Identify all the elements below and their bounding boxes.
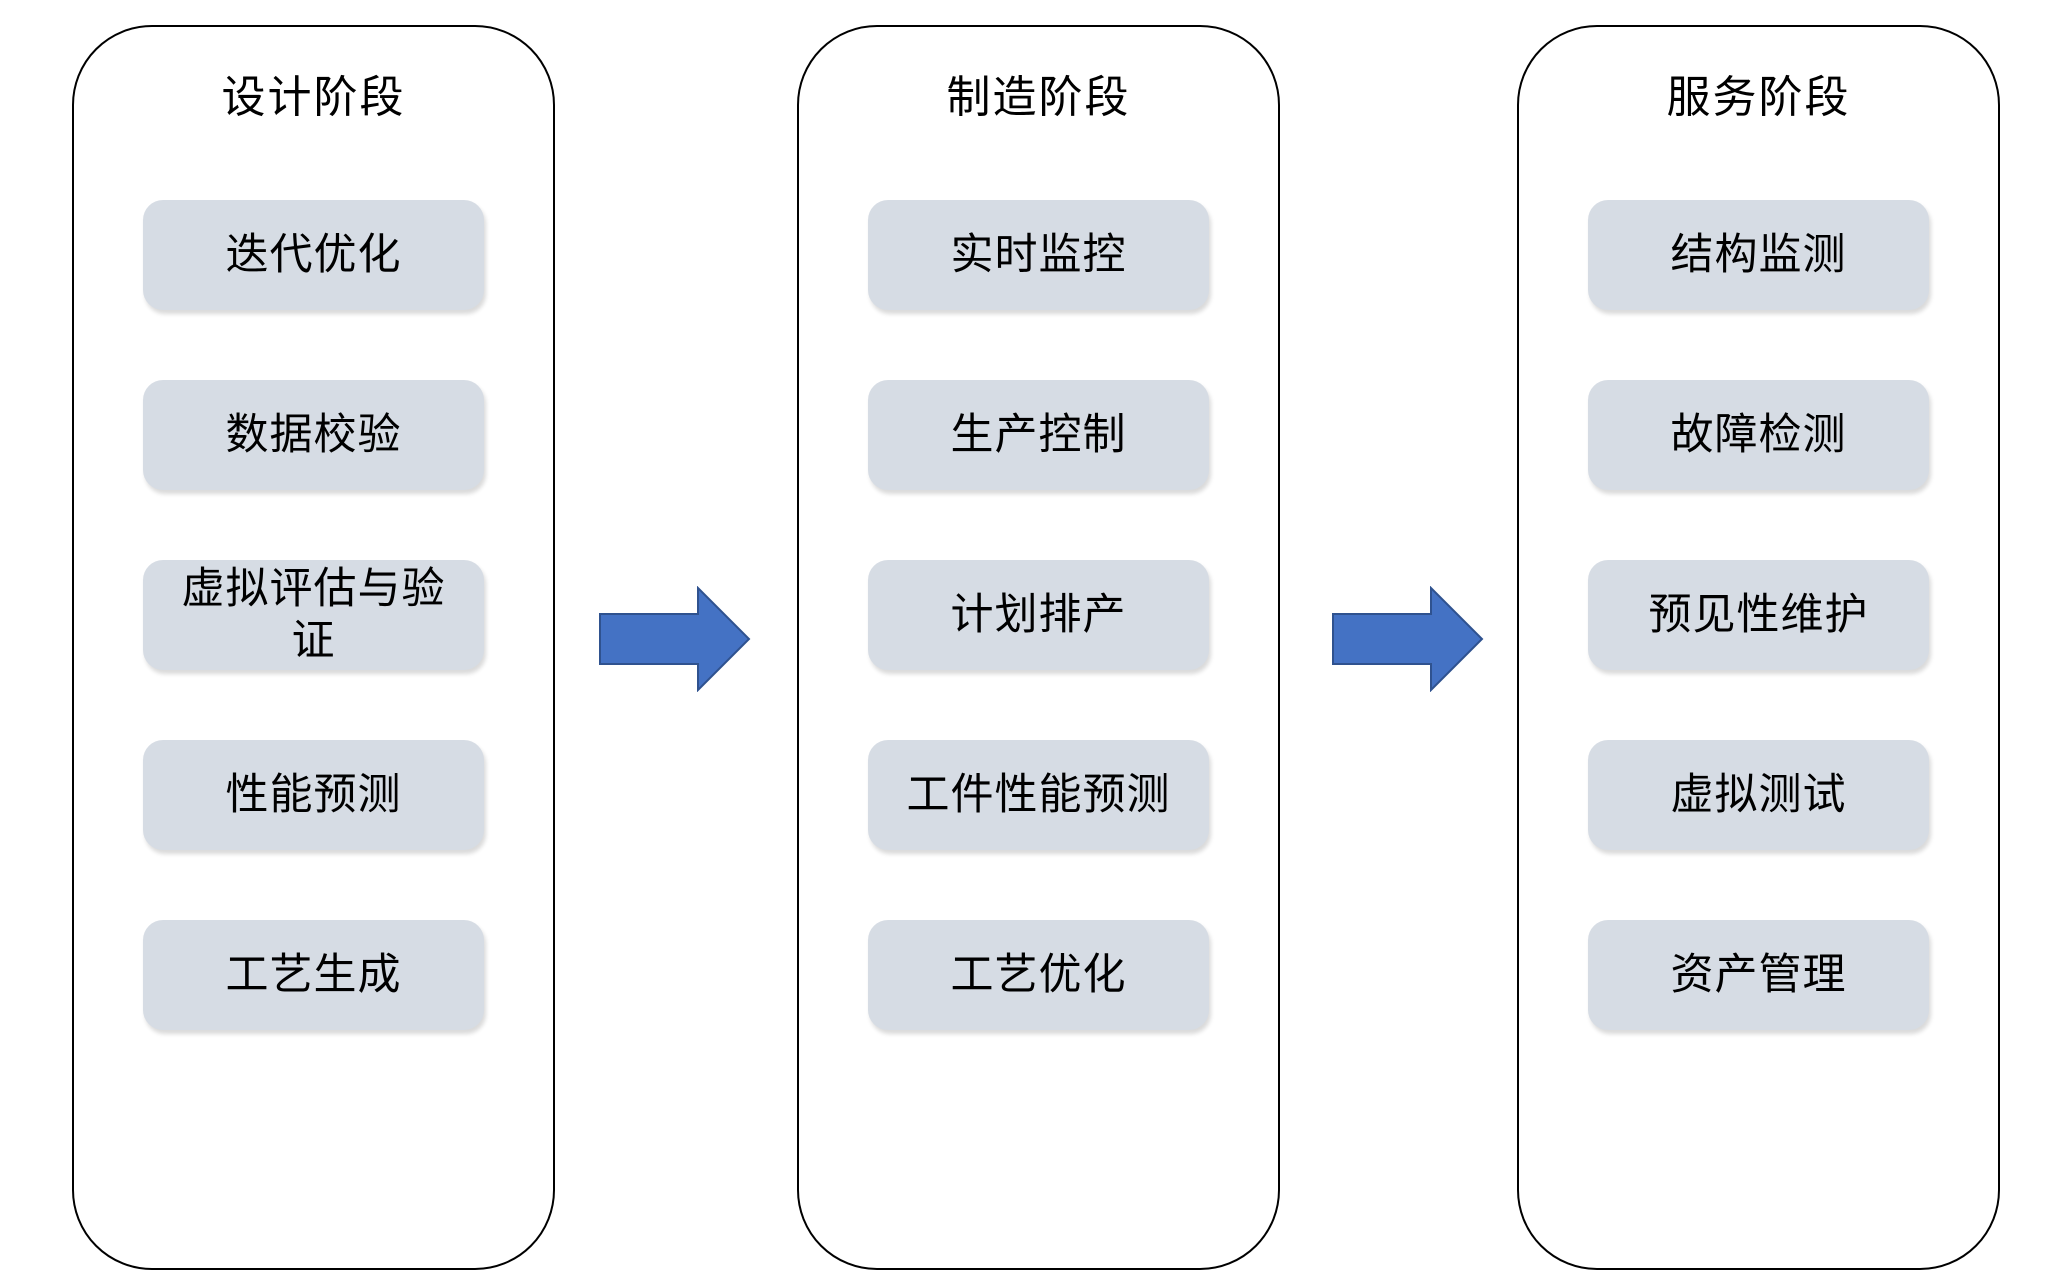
right-arrow-shape bbox=[1332, 586, 1484, 692]
process-box: 工艺生成 bbox=[143, 920, 484, 1030]
process-box: 工件性能预测 bbox=[868, 740, 1209, 850]
column-title: 设计阶段 bbox=[221, 73, 406, 122]
process-box: 资产管理 bbox=[1588, 920, 1929, 1030]
right-arrow-icon bbox=[1332, 586, 1484, 692]
process-box: 预见性维护 bbox=[1588, 560, 1929, 670]
process-box: 生产控制 bbox=[868, 380, 1209, 490]
column-manufacturing-phase: 制造阶段 实时监控 生产控制 计划排产 工件性能预测 工艺优化 bbox=[797, 25, 1280, 1270]
column-title: 服务阶段 bbox=[1666, 73, 1851, 122]
process-box: 迭代优化 bbox=[143, 200, 484, 310]
process-box: 数据校验 bbox=[143, 380, 484, 490]
process-box: 虚拟测试 bbox=[1588, 740, 1929, 850]
box-list: 迭代优化 数据校验 虚拟评估与验证 性能预测 工艺生成 bbox=[74, 200, 553, 1030]
right-arrow-icon bbox=[599, 586, 751, 692]
process-box: 工艺优化 bbox=[868, 920, 1209, 1030]
process-box: 故障检测 bbox=[1588, 380, 1929, 490]
column-service-phase: 服务阶段 结构监测 故障检测 预见性维护 虚拟测试 资产管理 bbox=[1517, 25, 2000, 1270]
right-arrow-shape bbox=[599, 586, 751, 692]
process-box: 实时监控 bbox=[868, 200, 1209, 310]
column-design-phase: 设计阶段 迭代优化 数据校验 虚拟评估与验证 性能预测 工艺生成 bbox=[72, 25, 555, 1270]
process-box: 结构监测 bbox=[1588, 200, 1929, 310]
box-list: 结构监测 故障检测 预见性维护 虚拟测试 资产管理 bbox=[1519, 200, 1998, 1030]
process-box: 性能预测 bbox=[143, 740, 484, 850]
box-list: 实时监控 生产控制 计划排产 工件性能预测 工艺优化 bbox=[799, 200, 1278, 1030]
process-box: 虚拟评估与验证 bbox=[143, 560, 484, 670]
process-box: 计划排产 bbox=[868, 560, 1209, 670]
column-title: 制造阶段 bbox=[946, 73, 1131, 122]
